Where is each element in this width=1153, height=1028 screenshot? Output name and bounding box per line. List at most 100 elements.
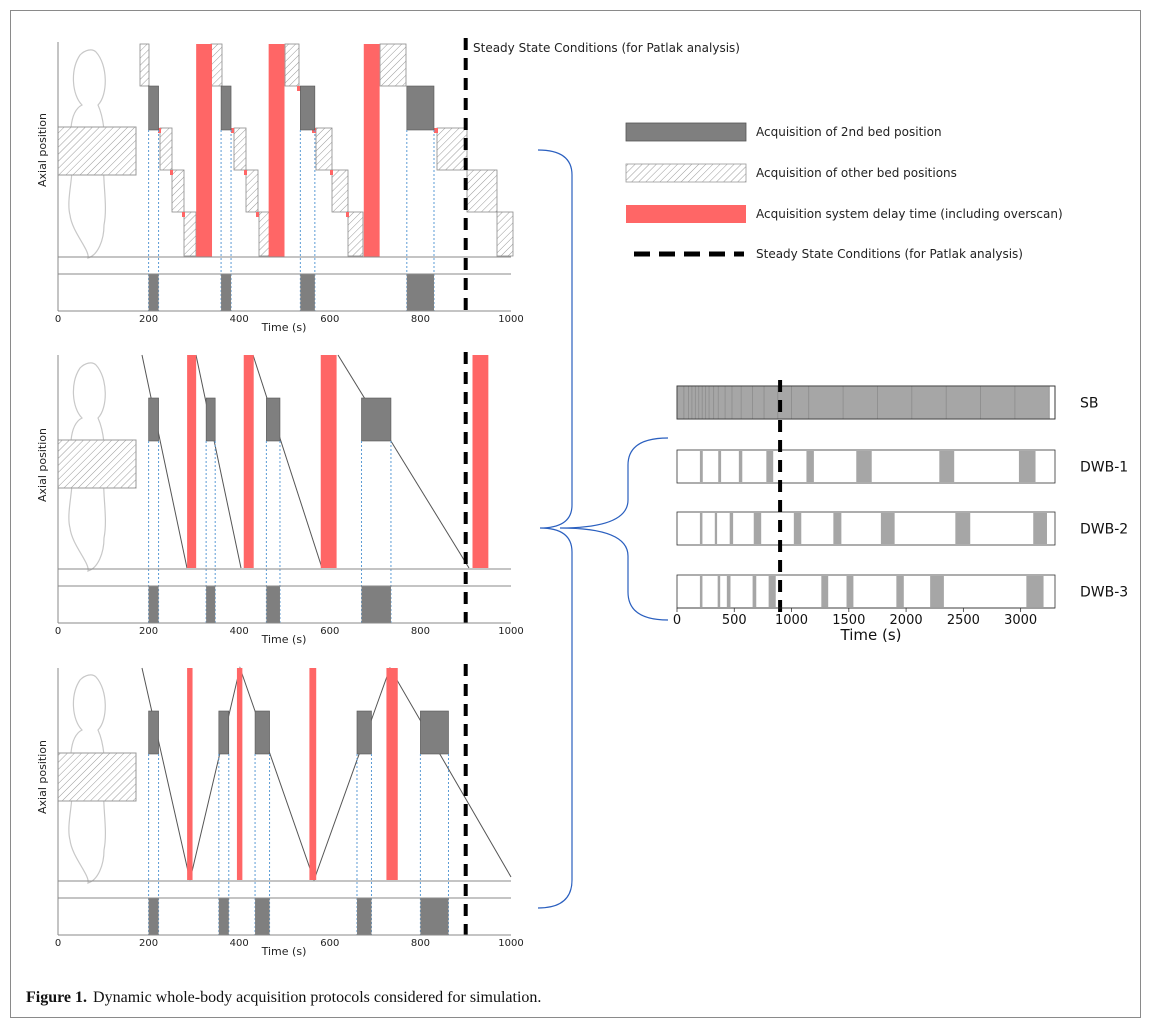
panel-1-ylabel: Axial position [36, 113, 49, 187]
second-bed-block [148, 710, 159, 755]
x-tick-label: 800 [411, 314, 430, 325]
figure-frame [10, 10, 1141, 1018]
zigzag-lines [141, 666, 512, 882]
frame-block [206, 586, 216, 623]
legend-swatch-dark [625, 122, 747, 142]
second-bed-block [266, 397, 281, 442]
row-outline [676, 574, 1056, 609]
legend-label-dark: Acquisition of 2nd bed position [756, 125, 942, 139]
second-bed-block [420, 710, 449, 755]
region-hatch-box [57, 439, 137, 489]
panel-1-marks [148, 38, 468, 311]
panel-3-marks [148, 664, 468, 935]
frame-segment [717, 576, 721, 607]
frame-segment [699, 513, 703, 544]
frame-segment [699, 451, 703, 482]
frame-segment [753, 513, 762, 544]
delay-bar [187, 668, 193, 880]
frame-block [406, 274, 434, 311]
x-tick-label: 400 [230, 626, 249, 637]
frame-segment [726, 576, 731, 607]
frame-segment [833, 513, 842, 544]
x-tick-label: 600 [320, 314, 339, 325]
frame-block [221, 274, 232, 311]
row-label: DWB-1 [1080, 460, 1128, 476]
frame-segment [738, 451, 743, 482]
row-border [676, 385, 1056, 420]
x-tick-label: 600 [320, 938, 339, 949]
delay-bar [309, 668, 317, 880]
legend-label-hatch: Acquisition of other bed positions [756, 166, 957, 180]
second-bed-block [148, 397, 159, 442]
frame-segment [930, 576, 944, 607]
frame-segment [766, 451, 774, 482]
frame-segment [846, 576, 854, 607]
left-brace [537, 149, 573, 909]
frame-block [420, 898, 449, 935]
x-tick-label: 2500 [947, 613, 980, 628]
connecting-braces [537, 149, 669, 909]
panel-2-marks [148, 352, 489, 623]
steady-state-annotation: Steady State Conditions (for Patlak anal… [473, 41, 740, 55]
frame-segment [714, 513, 718, 544]
second-bed-block [220, 85, 232, 131]
row-outline [676, 511, 1056, 546]
second-bed-block [205, 397, 216, 442]
x-tick-label: 3000 [1004, 613, 1037, 628]
frame-block [148, 898, 159, 935]
delay-bar [243, 355, 254, 568]
figure-caption: Figure 1. Dynamic whole-body acquisition … [26, 989, 541, 1007]
delay-bar [363, 44, 380, 257]
legend-label-dash: Steady State Conditions (for Patlak anal… [756, 247, 1023, 261]
x-tick-label: 600 [320, 626, 339, 637]
x-tick-label: 1000 [498, 626, 523, 637]
frame-segment [896, 576, 904, 607]
second-bed-block [218, 710, 230, 755]
frame-segment [729, 513, 734, 544]
x-tick-label: 0 [55, 626, 61, 637]
frame-block [266, 586, 280, 623]
frame-segment [793, 513, 802, 544]
x-tick-label: 0 [55, 314, 61, 325]
delay-bar [386, 668, 398, 880]
frame-segment [1018, 451, 1036, 482]
second-bed-block [254, 710, 270, 755]
hatch-blocks [139, 43, 514, 257]
right-brace [559, 437, 669, 621]
legend-swatch-red [626, 205, 746, 223]
x-tick-label: 0 [55, 938, 61, 949]
caption-label: Figure 1. [26, 989, 88, 1006]
caption-text: Dynamic whole-body acquisition protocols… [93, 989, 542, 1006]
x-tick-label: 1000 [775, 613, 808, 628]
frame-segment [880, 513, 895, 544]
panel-3-xlabel: Time (s) [261, 945, 307, 958]
legend-label-red: Acquisition system delay time (including… [756, 207, 1063, 221]
frame-block [148, 274, 159, 311]
x-tick-label: 1000 [498, 938, 523, 949]
frame-segment [768, 576, 776, 607]
frame-block [356, 898, 372, 935]
second-bed-block [300, 85, 316, 131]
ramp-lines [141, 354, 470, 569]
delay-bar [236, 668, 243, 880]
sb-fill [677, 386, 1050, 419]
legend: Acquisition of 2nd bed position Acquisit… [625, 122, 1063, 261]
panel-3-ylabel: Axial position [36, 740, 49, 814]
legend-swatch-hatch [625, 163, 747, 183]
x-tick-label: 400 [230, 938, 249, 949]
x-tick-label: 200 [139, 314, 158, 325]
second-bed-block [361, 397, 392, 442]
x-tick-label: 1500 [832, 613, 865, 628]
delay-bar [268, 44, 285, 257]
frame-segment [821, 576, 829, 607]
frame-segment [939, 451, 955, 482]
frame-segment [856, 451, 872, 482]
x-tick-label: 1000 [498, 314, 523, 325]
frame-block [148, 586, 159, 623]
second-bed-block [356, 710, 372, 755]
x-tick-label: 200 [139, 626, 158, 637]
